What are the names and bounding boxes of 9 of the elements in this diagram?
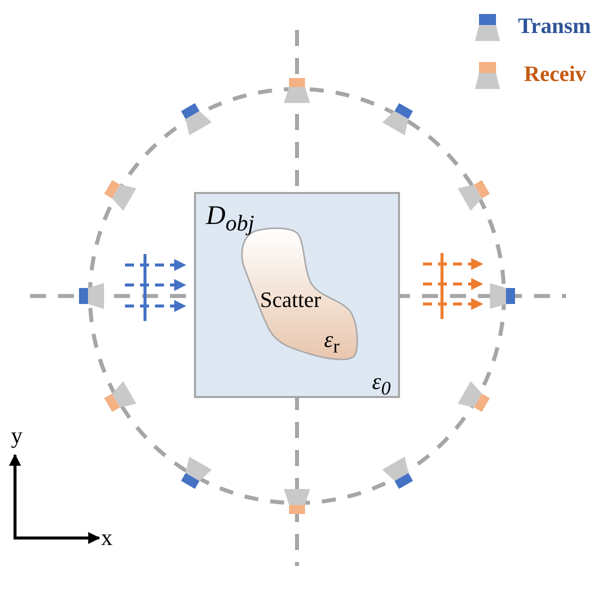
object-domain (194, 192, 400, 398)
legend-label: Transm (518, 15, 591, 37)
domain-label: D$_{obj}$ (206, 202, 254, 235)
permittivity-label: ε$_{r}$ (324, 328, 340, 357)
scatterer-label: Scatter (260, 289, 322, 311)
axis-label: y (11, 424, 22, 447)
legend-label: Receiv (524, 63, 586, 85)
permittivity-label: ε$_{0}$ (372, 370, 391, 399)
axis-label: x (101, 526, 112, 549)
